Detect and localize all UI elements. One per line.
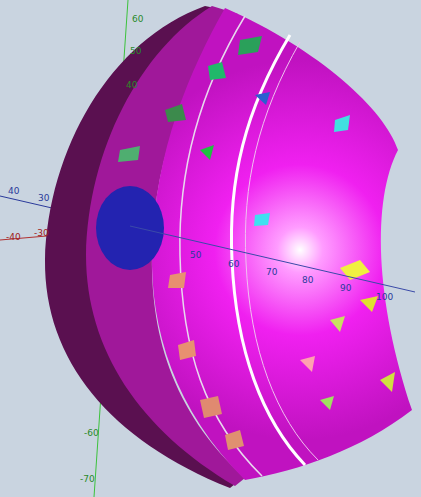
axis-tick: 60 bbox=[228, 259, 239, 269]
axis-tick: 80 bbox=[302, 275, 313, 285]
axis-tick: 50 bbox=[130, 46, 141, 56]
z-axis bbox=[130, 226, 415, 292]
axis-tick: -70 bbox=[80, 474, 95, 484]
axis-tick: 60 bbox=[132, 14, 143, 24]
band-gap bbox=[180, 16, 262, 476]
axis-tick: 40 bbox=[126, 80, 137, 90]
axis-tick: -40 bbox=[6, 232, 21, 242]
axis-tick: 50 bbox=[190, 250, 201, 260]
band-gap bbox=[231, 35, 305, 465]
axis-tick: 40 bbox=[8, 186, 19, 196]
band-gap bbox=[245, 42, 318, 460]
axis-tick: -30 bbox=[34, 228, 49, 238]
inner-surface bbox=[152, 8, 412, 480]
axis-tick: 90 bbox=[340, 283, 351, 293]
axis-tick: -60 bbox=[84, 428, 99, 438]
blue-disc bbox=[96, 186, 164, 270]
axis-tick: 70 bbox=[266, 267, 277, 277]
axis-tick: 30 bbox=[38, 193, 49, 203]
axis-tick: 100 bbox=[376, 292, 393, 302]
